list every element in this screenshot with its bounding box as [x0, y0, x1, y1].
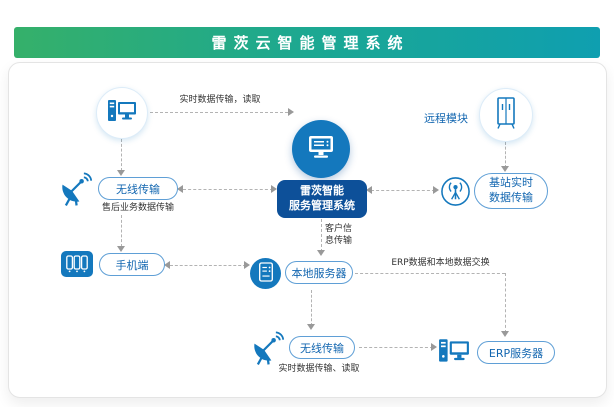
connector-base-station-to-system	[371, 190, 435, 191]
connector-system-to-local-server	[321, 219, 322, 252]
connector-local-server-to-wireless-bottom	[311, 290, 312, 326]
arrowhead	[288, 108, 294, 116]
connector-pc-to-wireless-left	[121, 139, 122, 171]
arrowhead	[244, 261, 250, 269]
edge-label-client-info: 客户信息传输	[325, 224, 353, 246]
server-icon	[257, 261, 275, 287]
edge-label-realtime-read: 实时数据传输，读取	[179, 95, 261, 105]
arrowhead	[177, 185, 183, 193]
connector-mobile-to-local-server	[170, 265, 246, 266]
antenna-icon	[440, 176, 471, 211]
connector-remote-module-to-base-station	[505, 142, 506, 168]
wireless-left-sublabel: 售后业务数据传输	[101, 203, 174, 213]
connector-local-server-to-erp-v	[505, 273, 506, 333]
connector-wireless-bottom-to-erp	[359, 347, 433, 348]
arrowhead	[117, 170, 125, 176]
connector-local-server-to-erp-h	[355, 273, 505, 274]
header-bar: 雷茨云智能管理系统	[14, 27, 600, 58]
desktop-computer-icon	[438, 337, 470, 369]
local-server-node-icon-wrap	[250, 258, 281, 289]
remote-module-label: 远程模块	[424, 112, 468, 125]
system-hub-node	[292, 120, 350, 178]
system-name-badge: 雷茨智能 服务管理系统	[277, 180, 367, 218]
arrowhead	[431, 343, 437, 351]
mobile-node: 手机端	[99, 253, 165, 276]
system-name-line1: 雷茨智能	[300, 184, 344, 198]
arrowhead	[117, 246, 125, 252]
arrowhead	[501, 331, 509, 337]
mobile-devices-icon	[60, 249, 94, 283]
base-station-node: 基站实时 数据传输	[474, 173, 548, 209]
wireless-bottom-sublabel: 实时数据传输、读取	[278, 364, 360, 374]
edge-label-erp-exchange: ERP数据和本地数据交换	[391, 258, 490, 268]
desktop-computer-icon	[107, 98, 137, 128]
wireless-bottom-label: 无线传输	[300, 341, 344, 355]
connector-pc-to-system	[150, 112, 288, 113]
satellite-dish-icon	[250, 329, 286, 369]
pc-client-node	[96, 87, 148, 139]
local-server-node: 本地服务器	[285, 261, 353, 284]
satellite-dish-icon	[58, 170, 94, 210]
connector-wireless-left-to-system	[183, 189, 273, 190]
arrowhead	[366, 186, 372, 194]
arrowhead	[307, 324, 315, 330]
base-station-label-line1: 基站实时	[489, 176, 533, 190]
server-host-icon	[305, 133, 337, 165]
remote-module-node	[479, 88, 533, 142]
wireless-left-label: 无线传输	[116, 182, 160, 196]
page-title: 雷茨云智能管理系统	[211, 34, 410, 52]
wireless-left-node: 无线传输	[98, 177, 178, 200]
erp-server-label: ERP服务器	[488, 346, 544, 360]
local-server-label: 本地服务器	[291, 266, 347, 280]
arrowhead	[433, 186, 439, 194]
arrowhead	[164, 261, 170, 269]
erp-server-node: ERP服务器	[477, 341, 555, 364]
arrowhead	[501, 166, 509, 172]
base-station-label-line2: 数据传输	[489, 191, 533, 204]
arrowhead	[271, 185, 277, 193]
system-name-line2: 服务管理系统	[289, 199, 355, 212]
connector-wireless-left-to-mobile	[121, 215, 122, 247]
server-cabinet-icon	[493, 97, 519, 133]
wireless-bottom-node: 无线传输	[289, 336, 355, 359]
arrowhead	[317, 250, 325, 256]
mobile-label: 手机端	[115, 258, 149, 272]
